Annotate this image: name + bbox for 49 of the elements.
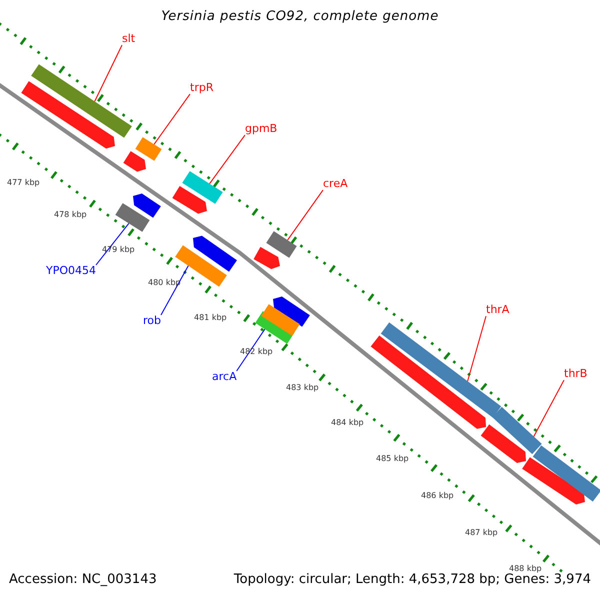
gene-bar	[21, 81, 115, 149]
leader-line	[209, 134, 246, 184]
gene-bar	[532, 445, 600, 502]
gene-label: thrA	[486, 304, 510, 316]
gene-bar	[480, 424, 526, 463]
scale-label: 481 kbp	[194, 314, 227, 323]
leader-line	[154, 94, 190, 145]
scale-label: 485 kbp	[376, 455, 409, 464]
gene-label: slt	[122, 33, 136, 46]
gene-bar	[193, 236, 237, 272]
leader-line	[160, 265, 189, 316]
gene-bar	[172, 186, 207, 214]
gene-bar	[182, 171, 223, 204]
leader-line	[96, 222, 130, 266]
gene-label: rob	[143, 315, 161, 328]
gene-label: creA	[323, 178, 348, 190]
gene-bar	[115, 203, 150, 232]
leader-line	[533, 380, 564, 437]
gene-bar	[261, 304, 300, 336]
gene-label: thrB	[564, 368, 588, 380]
gene-label: trpR	[190, 82, 214, 94]
gene-label: YPO0454	[46, 265, 96, 278]
leader-line	[94, 44, 122, 102]
gene-bar	[123, 151, 146, 172]
gene-bar	[380, 322, 502, 418]
scale-label: 483 kbp	[286, 384, 319, 393]
scale-label: 478 kbp	[54, 211, 87, 220]
scale-label: 486 kbp	[421, 492, 454, 501]
leader-line	[287, 190, 324, 241]
gene-bar	[492, 406, 542, 454]
gene-bar	[370, 336, 486, 429]
title: Yersinia pestis CO92, complete genome	[160, 10, 440, 24]
gene-bar	[522, 457, 585, 504]
scale-label: 487 kbp	[465, 529, 498, 538]
leader-line	[236, 328, 266, 372]
gene-bar	[273, 296, 310, 327]
scale-label: 477 kbp	[7, 179, 40, 188]
scale-label: 488 kbp	[509, 565, 542, 573]
gene-label: arcA	[212, 371, 237, 384]
gene-label: gpmB	[245, 123, 278, 136]
gene-bar	[254, 246, 280, 270]
gene-bar	[133, 194, 161, 218]
gene-bar	[135, 137, 162, 161]
scale-label: 484 kbp	[331, 419, 364, 428]
gene-bar	[31, 64, 132, 138]
genome-info-text: Topology: circular; Length: 4,653,728 bp; Genes: 3,974	[234, 573, 591, 588]
leader-line	[467, 316, 486, 382]
accession-text: Accession: NC_003143	[9, 573, 157, 588]
gene-bar	[266, 231, 297, 258]
